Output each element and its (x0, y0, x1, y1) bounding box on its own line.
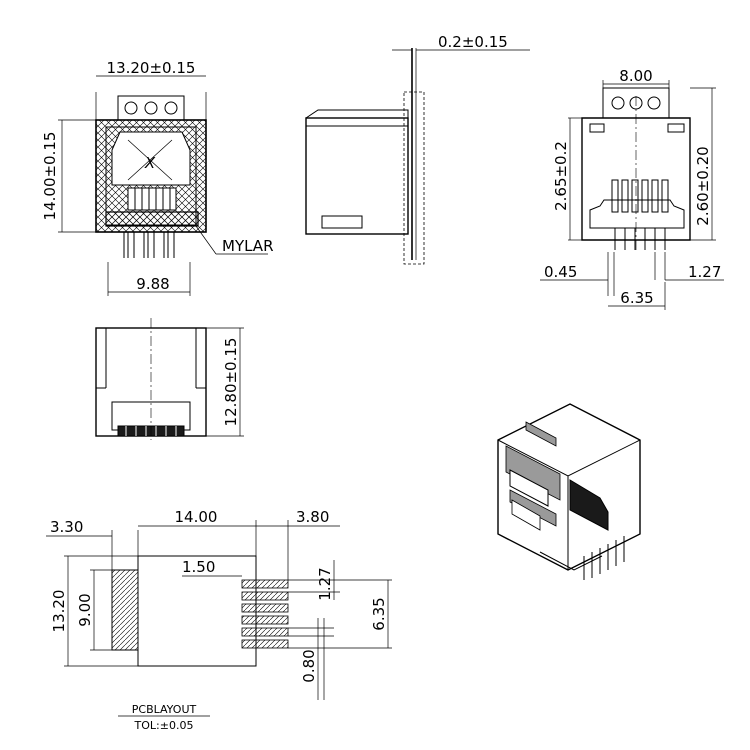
pcb-pads (241, 579, 289, 649)
pcb-dim-pad-span: 6.35 (370, 597, 388, 630)
bottom-height-dim: 12.80±0.15 (222, 338, 240, 427)
mylar-label: MYLAR (222, 237, 274, 255)
back-pitch-dim: 1.27 (688, 263, 721, 281)
pcb-dim-right-offset: 3.80 (296, 508, 329, 526)
front-view: X 13.20±0.15 (41, 59, 274, 296)
pcb-mount-hatch (111, 569, 139, 651)
iso-pins (583, 536, 625, 580)
pcb-dim-pitch: 1.27 (316, 567, 334, 600)
back-pin-dia-dim: 0.45 (544, 263, 577, 281)
back-right-height-dim: 2.60±0.20 (694, 146, 712, 225)
bottom-view: 12.80±0.15 (95, 318, 244, 440)
back-pin-span-dim: 6.35 (620, 289, 653, 307)
back-view: 8.00 2.65±0.2 2.60±0.20 0.45 1.27 6.35 (540, 67, 724, 310)
pcb-dim-outer-height: 13.20 (50, 590, 68, 633)
front-pin-span-dim: 9.88 (136, 275, 169, 293)
pcb-layout: 3.30 14.00 3.80 1.50 13.20 9.00 1.27 6.3… (46, 508, 392, 732)
pcb-dim-left-offset: 3.30 (50, 518, 83, 536)
front-height-dim: 14.00±0.15 (41, 132, 59, 221)
isometric-view (497, 403, 641, 580)
back-contacts (611, 179, 669, 250)
svg-text:X: X (144, 154, 156, 172)
front-pins (123, 232, 175, 258)
front-pin-slots (127, 187, 177, 211)
back-top-width-dim: 8.00 (619, 67, 652, 85)
pcb-layout-title: PCBLAYOUT (132, 703, 197, 716)
pcb-dim-pad-width: 0.80 (300, 649, 318, 682)
front-width-dim: 13.20±0.15 (107, 59, 196, 77)
side-thickness-dim: 0.2±0.15 (438, 33, 508, 51)
pcb-layout-tolerance: TOL:±0.05 (134, 719, 194, 732)
pcb-dim-body: 14.00 (175, 508, 218, 526)
side-view: 0.2±0.15 (305, 33, 530, 265)
pcb-dim-pad-len: 1.50 (182, 558, 215, 576)
pcb-dim-inner-height: 9.00 (76, 593, 94, 626)
back-left-height-dim: 2.65±0.2 (552, 141, 570, 211)
